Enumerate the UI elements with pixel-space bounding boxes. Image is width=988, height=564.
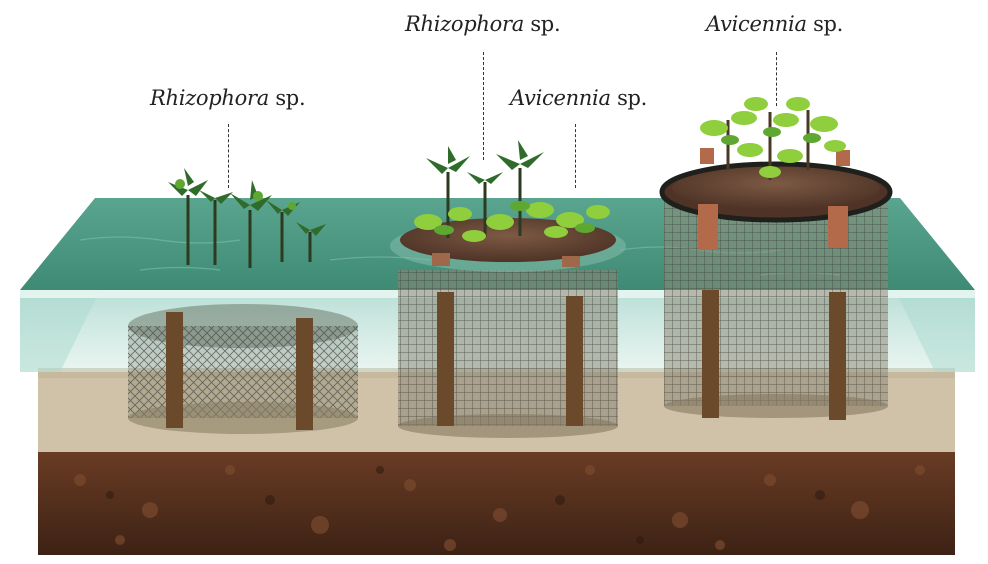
species-label-rhizophora-left: Rhizophora sp. — [150, 86, 305, 110]
species-label-avicennia-right: Avicennia sp. — [706, 12, 843, 36]
soil-layer — [38, 450, 955, 555]
leader-line — [483, 52, 484, 160]
species-label-rhizophora-middle: Rhizophora sp. — [405, 12, 560, 36]
species-label-avicennia-middle: Avicennia sp. — [510, 86, 647, 110]
leader-line — [575, 124, 576, 188]
leader-line — [228, 124, 229, 188]
gabion-cage-right — [662, 164, 890, 418]
gabion-cage-left — [128, 304, 358, 434]
leader-line — [776, 52, 777, 106]
gabion-cage-middle — [398, 270, 618, 438]
